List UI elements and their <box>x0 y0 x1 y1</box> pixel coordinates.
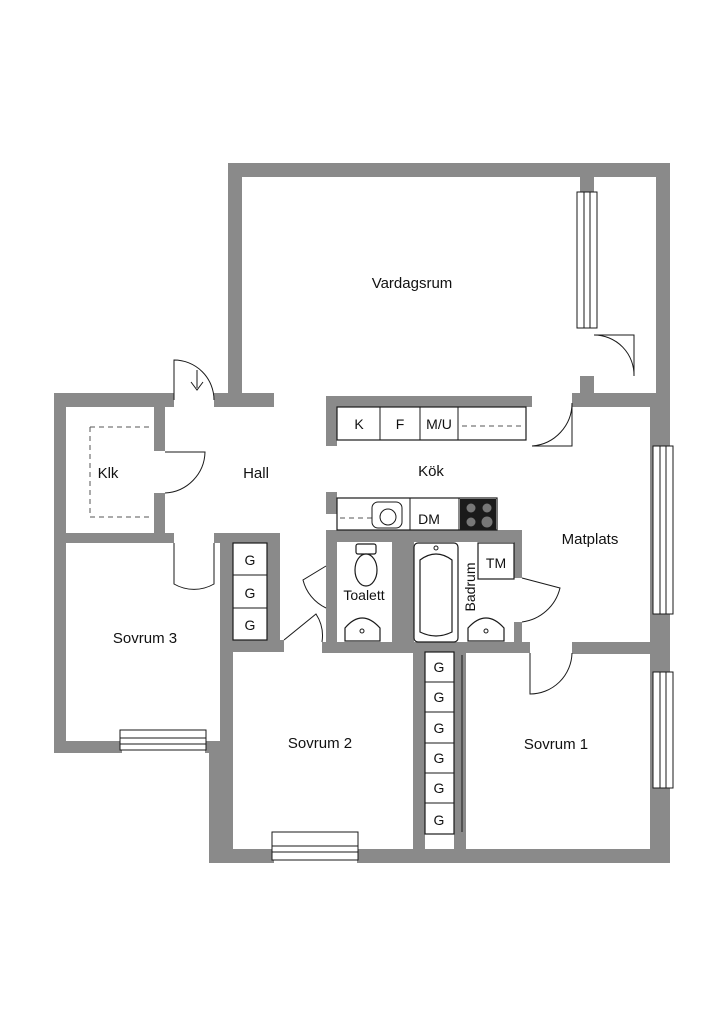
wardrobe-label: G <box>434 812 445 828</box>
washing-machine <box>477 542 515 580</box>
wardrobe-label: G <box>434 780 445 796</box>
toilet-sink-icon <box>344 617 381 642</box>
room-label-hall: Hall <box>243 465 269 482</box>
wardrobe-label: G <box>245 617 256 633</box>
bathroom-sink-icon <box>467 617 505 642</box>
room-label-klk: Klk <box>98 465 119 482</box>
room-label-sovrum-1: Sovrum 1 <box>524 736 588 753</box>
windows <box>119 191 674 861</box>
kitchen-upper-counter <box>336 406 527 441</box>
wardrobe-label: G <box>434 750 445 766</box>
bathtub-icon <box>413 542 459 643</box>
wardrobe-label: G <box>245 585 256 601</box>
washing-machine-label: TM <box>486 555 506 571</box>
room-label-kok: Kök <box>418 463 444 480</box>
stove-icon <box>460 499 496 530</box>
dishwasher-label: DM <box>418 511 440 527</box>
room-label-sovrum-2: Sovrum 2 <box>288 735 352 752</box>
room-label-matplats: Matplats <box>562 531 619 548</box>
wardrobe-labels: G G G G G G G G G <box>245 552 445 828</box>
room-label-toalett: Toalett <box>343 587 384 603</box>
closet-outline <box>89 426 152 518</box>
room-label-badrum: Badrum <box>462 562 478 611</box>
interior-walls <box>66 177 656 852</box>
wardrobe-label: G <box>434 689 445 705</box>
wardrobes <box>232 542 463 835</box>
room-label-vardagsrum: Vardagsrum <box>372 275 453 292</box>
microwave-oven-label: M/U <box>426 416 452 432</box>
wardrobe-label: G <box>434 720 445 736</box>
wardrobe-label: G <box>245 552 256 568</box>
freezer-label: F <box>396 416 405 432</box>
fridge-label: K <box>354 416 364 432</box>
toilet-icon <box>354 543 378 587</box>
room-label-sovrum-3: Sovrum 3 <box>113 630 177 647</box>
doors <box>164 334 635 695</box>
wardrobe-label: G <box>434 659 445 675</box>
